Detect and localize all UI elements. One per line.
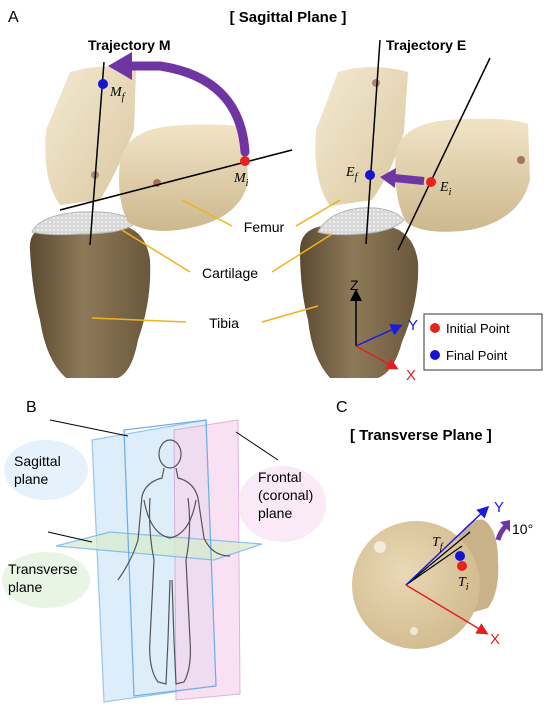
y-axis [355, 324, 403, 347]
tibia-label: Tibia [209, 315, 239, 331]
right-cartilage [317, 207, 405, 236]
right-knee: Ef Ei Trajectory E [300, 37, 530, 378]
right-tibia-axis [397, 57, 491, 251]
trajectory-e-arrow [393, 174, 425, 185]
c-x-axis [405, 584, 489, 635]
transverse-label-glow [2, 552, 90, 608]
human-figure [117, 439, 231, 685]
rotation-arrow [495, 524, 508, 541]
t-initial-point [457, 561, 467, 571]
e-initial-point [426, 177, 436, 187]
right-landmark-1 [372, 79, 380, 87]
transverse-label-1: Transverse [8, 561, 78, 577]
transverse-label-2: plane [8, 579, 42, 595]
frontal-label-2: (coronal) [258, 487, 313, 503]
panel-b-letter: B [26, 399, 37, 416]
left-knee: Mf Mi Trajectory M [29, 37, 293, 378]
e-initial-label: Ei [439, 180, 452, 198]
sagittal-leader [49, 419, 129, 437]
right-tibia [300, 226, 419, 378]
trajectory-e-label: Trajectory E [386, 37, 466, 53]
leader-lines [91, 199, 341, 323]
angle-label: 10° [512, 521, 533, 537]
femur-leader-left [181, 199, 233, 227]
right-femur-axis [365, 39, 381, 245]
legend: Initial Point Final Point [423, 313, 543, 371]
frontal-label-3: plane [258, 505, 292, 521]
legend-box [423, 313, 543, 371]
legend-initial-label: Initial Point [446, 321, 510, 336]
c-y-axis [405, 505, 490, 586]
right-femur-condyle [395, 118, 530, 232]
panel-a-title: [ Sagittal Plane ] [230, 9, 347, 26]
rotation-arrowhead [500, 520, 510, 532]
left-femur-axis [89, 61, 105, 246]
right-femur-distal [315, 67, 408, 206]
m-initial-label: Mi [233, 171, 249, 189]
axes-a: Z Y X [350, 277, 418, 384]
left-trajectory-line [59, 149, 293, 211]
cartilage-leader-left [121, 229, 191, 273]
sagittal-label-2: plane [14, 471, 48, 487]
right-landmark-2 [517, 156, 525, 164]
m-final-label: Mf [109, 85, 126, 103]
disc-spot-2 [410, 627, 418, 635]
c-x-label: X [490, 631, 500, 648]
left-femur-distal [45, 66, 136, 205]
disc-spot-1 [374, 541, 386, 553]
t-final-line [405, 531, 471, 586]
m-final-point [98, 79, 108, 89]
panel-a-letter: A [8, 9, 19, 26]
trajectory-m-arrowhead [108, 52, 132, 80]
legend-final-dot [430, 350, 440, 360]
frontal-leader [235, 431, 279, 461]
sagittal-plane-outline [123, 419, 217, 697]
femur-label: Femur [244, 219, 285, 235]
x-axis [355, 345, 399, 370]
planes-diagram [2, 419, 326, 703]
y-label: Y [408, 317, 418, 334]
m-initial-point [240, 156, 250, 166]
t-final-label: Tf [432, 535, 444, 553]
transverse-knee [352, 505, 510, 649]
t-final-point [455, 551, 465, 561]
legend-initial-dot [430, 323, 440, 333]
t-initial-label: Ti [458, 575, 469, 593]
left-tibia [29, 224, 151, 378]
x-label: X [406, 367, 416, 384]
frontal-label-glow [238, 466, 326, 542]
cartilage-leader-right [271, 233, 333, 273]
z-label: Z [350, 277, 359, 293]
cartilage-label: Cartilage [202, 265, 258, 281]
sagittal-label-glow [4, 440, 88, 500]
trajectory-m-arrow [121, 61, 250, 157]
knee-disc [352, 521, 480, 649]
tibia-leader-left [91, 317, 187, 323]
c-y-label: Y [494, 499, 504, 516]
transverse-leader [47, 531, 93, 543]
trajectory-e-arrowhead [380, 168, 396, 188]
legend-final-label: Final Point [446, 348, 508, 363]
frontal-plane [173, 419, 241, 701]
e-final-label: Ef [345, 165, 359, 183]
t-initial-line [405, 545, 463, 586]
sagittal-label-1: Sagittal [14, 453, 61, 469]
frontal-label-1: Frontal [258, 469, 302, 485]
tibia-leader-right [261, 305, 319, 323]
e-final-point [365, 170, 375, 180]
femur-leader-right [295, 199, 341, 227]
panel-c-title: [ Transverse Plane ] [350, 427, 492, 444]
trajectory-m-label: Trajectory M [88, 37, 170, 53]
panel-c-letter: C [336, 399, 348, 416]
